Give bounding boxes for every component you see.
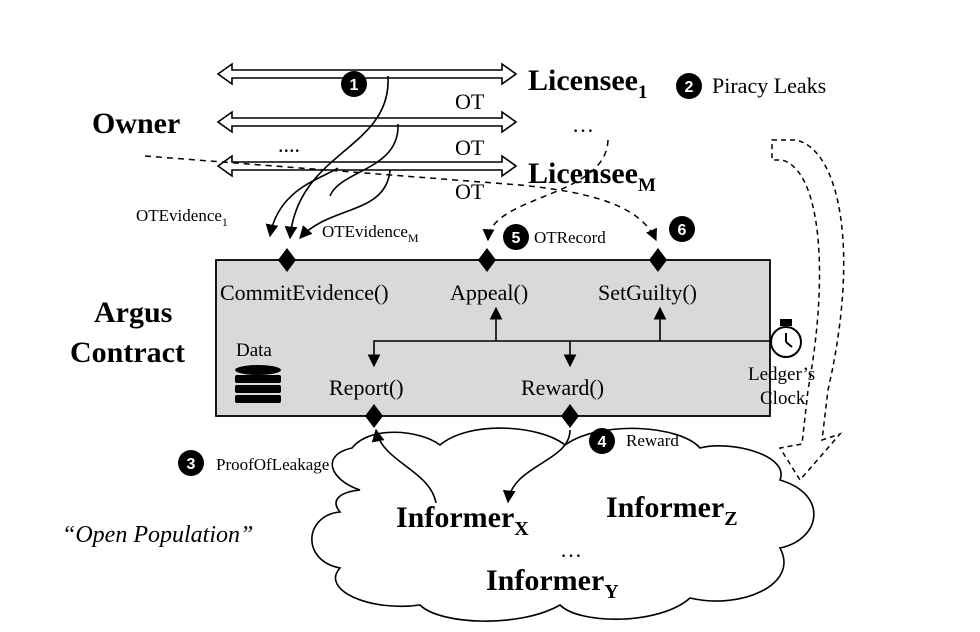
commit-evidence-fn[interactable]: CommitEvidence() — [220, 280, 389, 305]
ot-evidence-m-label: OTEvidenceM — [322, 222, 419, 245]
informer-ellipsis: … — [560, 537, 582, 562]
proof-of-leakage-label: ProofOfLeakage — [216, 455, 329, 474]
report-fn[interactable]: Report() — [329, 375, 404, 400]
channel-arrows — [216, 62, 518, 178]
open-population-label: “Open Population” — [62, 522, 253, 548]
ot-record-label: OTRecord — [534, 228, 606, 247]
channel-arrow-3 — [216, 154, 518, 178]
badge-4: 4 — [589, 428, 615, 454]
reward-diamond — [561, 404, 579, 428]
dashed-flows — [144, 139, 657, 242]
contract-label: Contract — [70, 336, 185, 369]
licensee-m-label: LicenseeM — [528, 157, 656, 196]
appeal-diamond — [478, 248, 496, 272]
evidence-curves — [265, 75, 399, 240]
piracy-leak-hollow-arrow — [771, 139, 845, 482]
owner-label: Owner — [92, 107, 180, 140]
informer-curves — [371, 428, 571, 504]
svg-text:4: 4 — [598, 434, 607, 451]
ot-evidence-1-label: OTEvidence1 — [136, 206, 228, 229]
informer-y-label: InformerY — [486, 564, 619, 603]
ledger-clock-label-1: Ledger’s — [748, 364, 815, 385]
channel-arrow-2 — [216, 110, 518, 134]
reward-label: Reward — [626, 431, 679, 450]
badge-6: 6 — [669, 216, 695, 242]
proof-of-leakage-curve — [371, 428, 437, 504]
stopwatch-icon — [770, 319, 802, 358]
evidence-curve-2 — [265, 167, 339, 238]
report-diamond — [365, 404, 383, 428]
evidence-curve-4 — [299, 169, 391, 239]
badge-5: 5 — [503, 224, 529, 250]
appeal-fn[interactable]: Appeal() — [450, 280, 528, 305]
piracy-leaks-label: Piracy Leaks — [712, 73, 826, 98]
ot-label-3: OT — [455, 179, 485, 204]
ledger-clock-label-2: Clock — [760, 388, 806, 409]
evidence-curve-3 — [329, 123, 399, 197]
channel-ellipsis: .... — [278, 132, 300, 157]
setguilty-diamond — [649, 248, 667, 272]
owner-to-setguilty-dashed — [144, 155, 657, 242]
database-icon — [235, 365, 281, 403]
argus-label: Argus — [94, 296, 172, 329]
badge-2: 2 — [676, 73, 702, 99]
svg-text:6: 6 — [678, 222, 687, 239]
informer-z-label: InformerZ — [606, 491, 738, 530]
svg-text:1: 1 — [350, 77, 359, 94]
data-label: Data — [236, 340, 272, 361]
open-population-cloud — [311, 427, 815, 622]
licensee-ellipsis: … — [572, 112, 594, 137]
channel-arrow-1 — [216, 62, 518, 86]
svg-text:5: 5 — [512, 230, 521, 247]
clock-triggers — [367, 306, 770, 368]
svg-text:2: 2 — [685, 79, 694, 96]
licensee-1-label: Licensee1 — [528, 64, 647, 103]
reward-fn[interactable]: Reward() — [521, 375, 604, 400]
evidence-curve-1 — [284, 75, 389, 240]
badge-1: 1 — [341, 71, 367, 97]
licensee-to-appeal-dashed — [482, 139, 609, 242]
ot-label-2: OT — [455, 135, 485, 160]
badge-3: 3 — [178, 450, 204, 476]
function-diamonds — [278, 248, 667, 428]
ot-label-1: OT — [455, 89, 485, 114]
commit-evidence-diamond — [278, 248, 296, 272]
svg-text:3: 3 — [187, 456, 196, 473]
set-guilty-fn[interactable]: SetGuilty() — [598, 280, 697, 305]
reward-curve — [502, 429, 571, 504]
informer-x-label: InformerX — [396, 501, 529, 540]
